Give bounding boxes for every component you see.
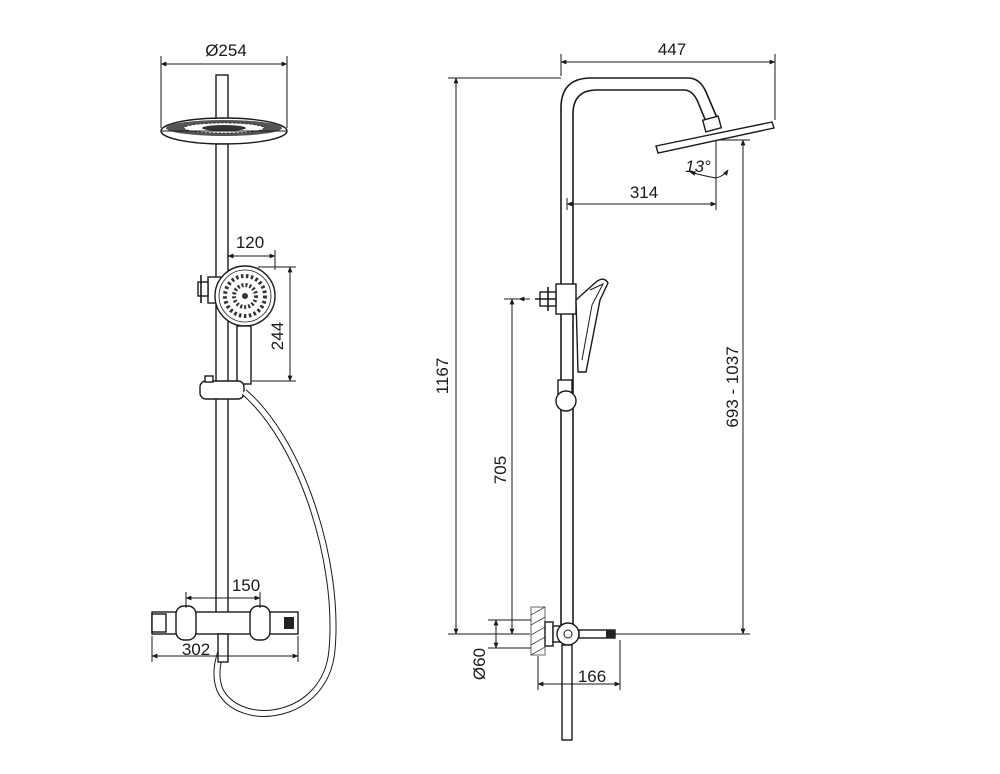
side-head-offset-label: 314 — [630, 183, 658, 202]
front-view: Ø254 120 244 150 302 — [151, 41, 337, 717]
front-head-diameter-label: Ø254 — [205, 41, 247, 60]
dim-thermostat-width: 302 — [151, 636, 299, 662]
front-thermostat-width-label: 302 — [182, 640, 210, 659]
front-lower-bracket — [199, 375, 245, 400]
side-hand-shower-holder — [518, 283, 577, 315]
dim-holder-height: 705 — [491, 298, 519, 635]
side-height-range-label: 693 - 1037 — [723, 346, 742, 427]
side-hand-shower — [575, 278, 609, 373]
dim-inlet-spacing: 150 — [185, 576, 261, 608]
side-view: 447 13° 314 1167 693 - 1037 — [433, 40, 776, 741]
dim-arm-projection: 447 — [560, 40, 776, 120]
side-inlet-diameter-label: Ø60 — [470, 648, 489, 680]
side-head-angle-label: 13° — [685, 157, 711, 176]
dim-head-diameter: Ø254 — [160, 41, 288, 128]
front-hand-shower — [214, 265, 276, 385]
dim-height-range: 693 - 1037 — [615, 139, 750, 635]
side-total-height-label: 1167 — [433, 358, 452, 395]
front-inlet-spacing-label: 150 — [232, 576, 260, 595]
dim-hand-shower-width: 120 — [227, 233, 276, 270]
side-arm-projection-label: 447 — [658, 40, 686, 59]
dim-head-offset: 314 — [566, 183, 717, 210]
dim-inlet-diameter: Ø60 — [470, 619, 531, 680]
front-riser-pipe — [215, 143, 229, 615]
front-overhead-shower-head — [160, 74, 288, 145]
dim-wall-depth: 166 — [537, 640, 621, 690]
front-hose — [213, 389, 337, 717]
side-wall-depth-label: 166 — [578, 667, 606, 686]
side-holder-height-label: 705 — [491, 456, 510, 484]
dim-hand-shower-height: 244 — [252, 266, 296, 382]
side-lower-bracket — [555, 379, 577, 412]
front-hand-shower-height-label: 244 — [268, 322, 287, 350]
front-thermostat — [151, 605, 299, 663]
side-overhead-shower-head — [655, 115, 775, 154]
side-wall-mount — [530, 606, 616, 741]
dim-head-angle: 13° — [685, 140, 729, 184]
front-hand-shower-width-label: 120 — [236, 233, 264, 252]
dim-total-height: 1167 — [433, 77, 561, 635]
